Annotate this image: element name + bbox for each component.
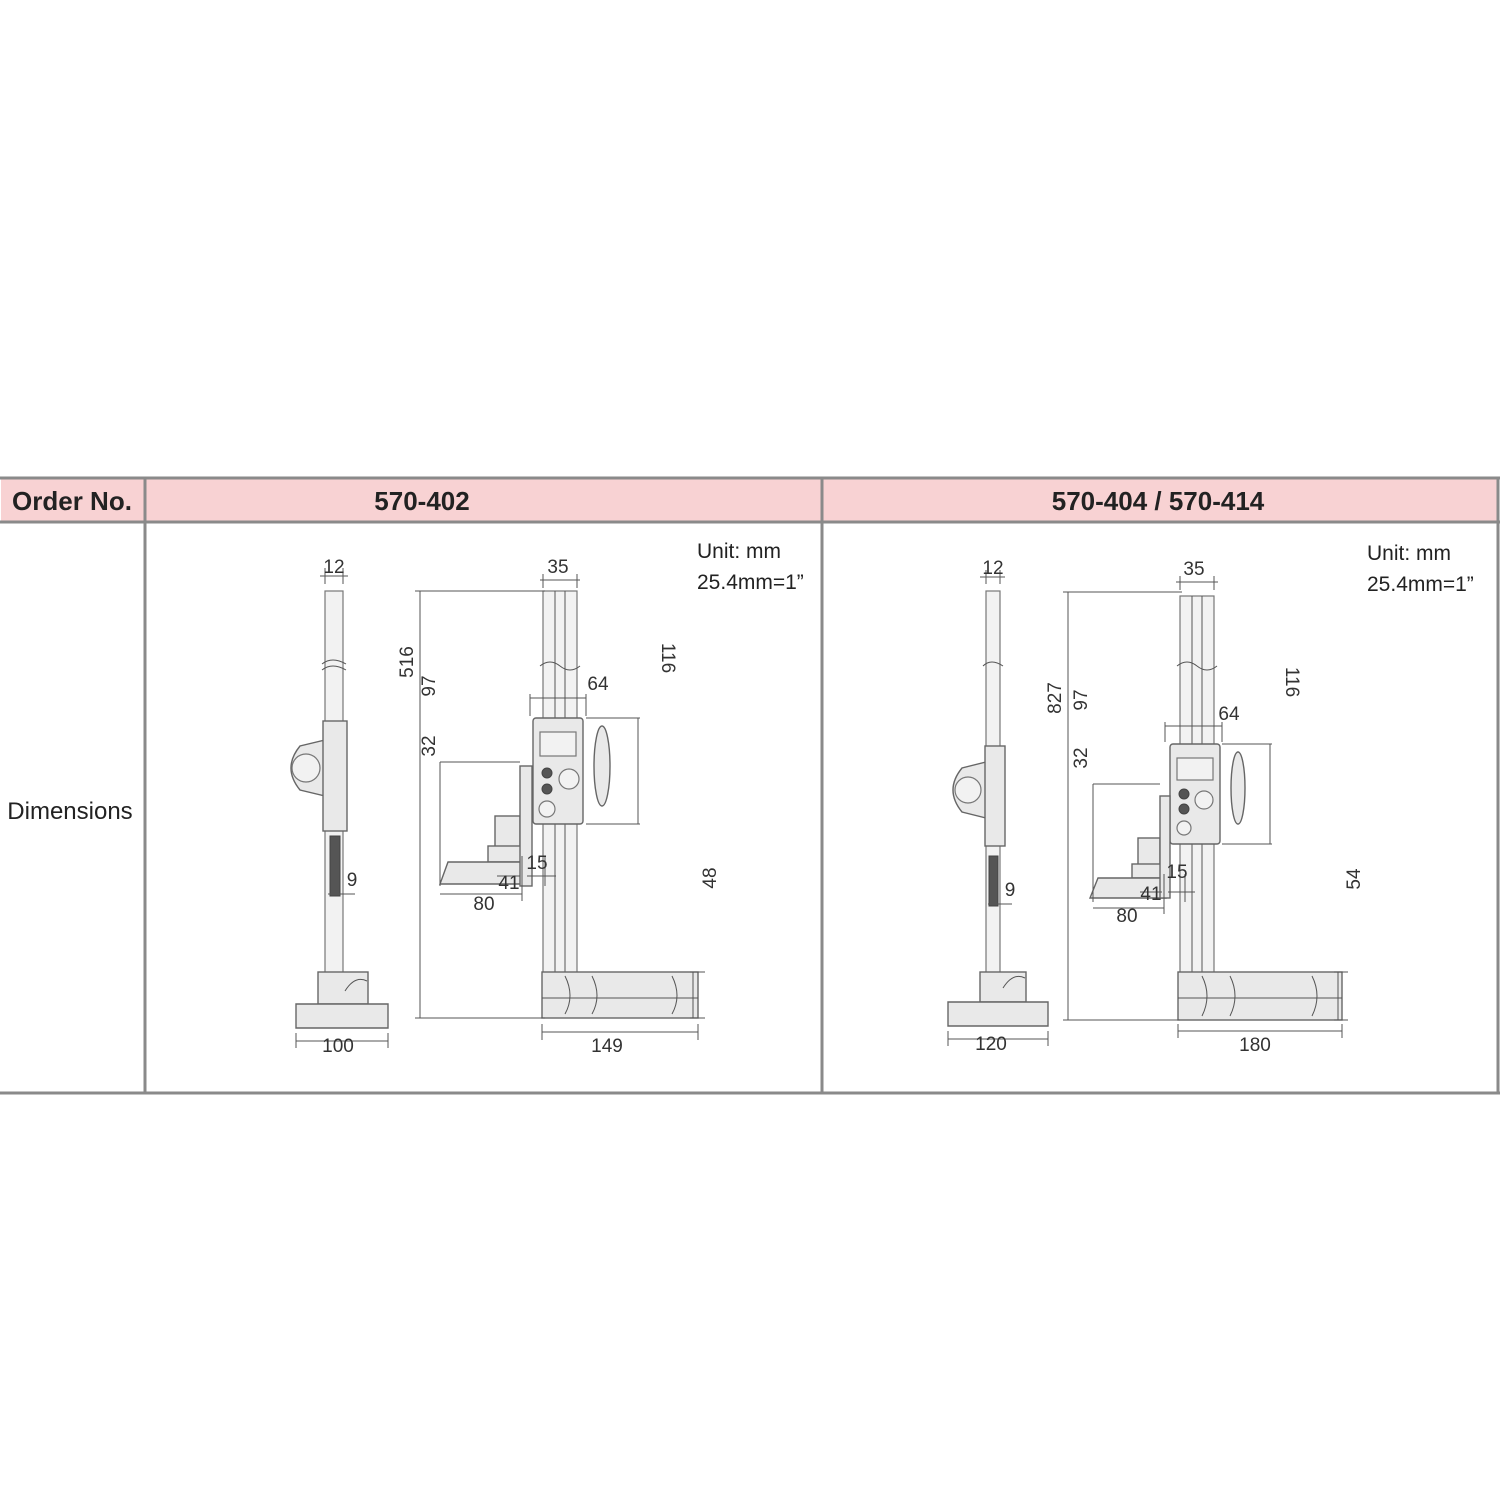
dim-front-width: 35 [1183, 559, 1204, 580]
dim-jaw-41: 41 [498, 873, 519, 894]
dim-97: 97 [419, 675, 440, 696]
dim-slider: 64 [587, 674, 609, 695]
dim-side-lower: 9 [1005, 880, 1016, 901]
dim-jaw-15: 15 [526, 853, 547, 874]
unit-label: Unit: mm [1367, 542, 1451, 565]
header-model-1: 570-402 [374, 486, 469, 516]
dim-97: 97 [1071, 689, 1092, 710]
dim-side-width: 12 [323, 557, 344, 578]
unit-label: Unit: mm [697, 540, 781, 563]
header-order-no: Order No. [12, 486, 132, 516]
dim-base-width: 149 [591, 1036, 623, 1057]
dim-jaw-80: 80 [473, 894, 494, 915]
drawing-570-404-414: Unit: mm 25.4mm=1” 12 9 120 [947, 542, 1474, 1056]
dim-side-lower: 9 [347, 870, 358, 891]
dim-total-height: 827 [1045, 682, 1066, 714]
dim-116: 116 [1281, 667, 1302, 697]
dim-jaw-15: 15 [1166, 862, 1187, 883]
side-view [290, 568, 389, 1048]
dim-32: 32 [419, 735, 440, 756]
spec-table: Order No. 570-402 570-404 / 570-414 Dime… [0, 476, 1500, 1096]
front-view [415, 574, 705, 1040]
front-view [1063, 576, 1348, 1038]
dim-side-base: 120 [975, 1034, 1007, 1055]
dim-side-base: 100 [322, 1036, 354, 1057]
drawing-570-402: Unit: mm 25.4mm=1” 12 9 100 [290, 540, 804, 1057]
dim-jaw-41: 41 [1140, 884, 1161, 905]
spec-table-svg: Order No. 570-402 570-404 / 570-414 Dime… [0, 476, 1500, 1095]
dim-116: 116 [657, 643, 678, 673]
dim-total-height: 516 [397, 646, 418, 678]
header-row [1, 478, 1499, 522]
dim-base-width: 180 [1239, 1035, 1271, 1056]
dim-slider: 64 [1218, 704, 1240, 725]
dim-base-height: 54 [1344, 868, 1365, 890]
side-view [947, 570, 1049, 1046]
header-model-2: 570-404 / 570-414 [1052, 486, 1265, 516]
dim-side-width: 12 [982, 558, 1003, 579]
unit-conversion: 25.4mm=1” [1367, 573, 1474, 596]
dim-base-height: 48 [700, 867, 721, 888]
row-label-dimensions: Dimensions [7, 798, 132, 825]
dim-jaw-80: 80 [1116, 906, 1137, 927]
unit-conversion: 25.4mm=1” [697, 571, 804, 594]
dim-front-width: 35 [547, 557, 568, 578]
dim-32: 32 [1071, 747, 1092, 768]
